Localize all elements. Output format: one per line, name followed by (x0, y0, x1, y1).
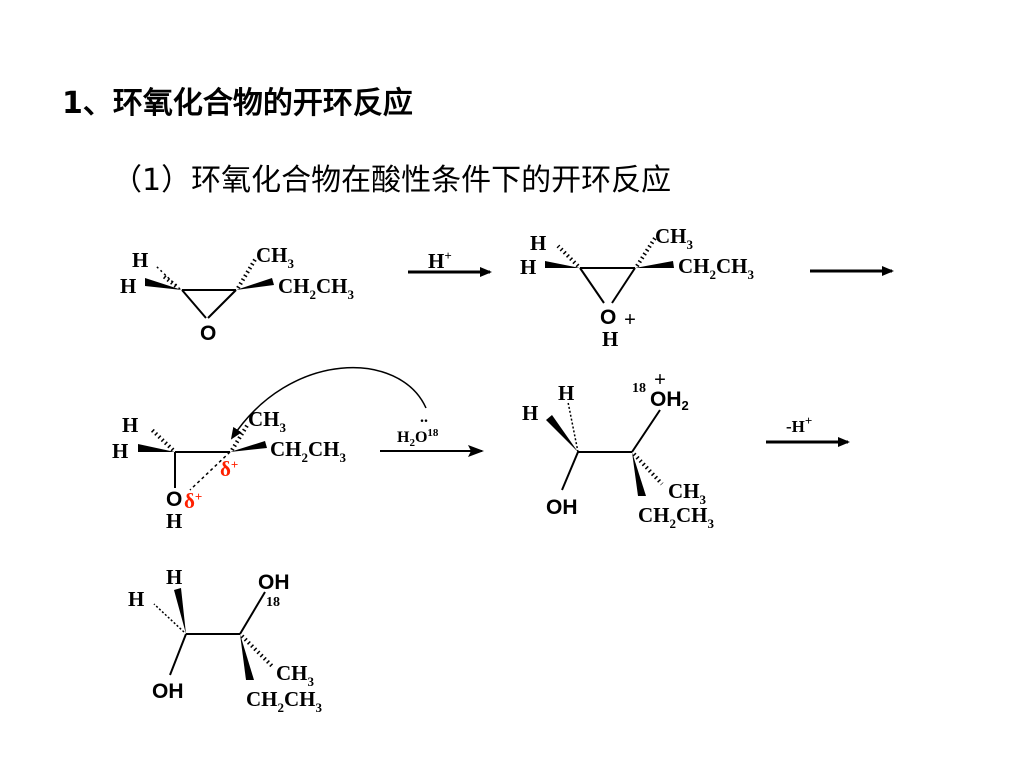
atom-h: H (166, 565, 182, 589)
wedge-bond-ethyl (236, 278, 274, 290)
reagent-h-plus: H+ (428, 248, 452, 273)
atom-h: H (128, 587, 144, 611)
group-ch3: CH3 (668, 479, 707, 507)
isotope-18: 18 (632, 381, 646, 396)
wedge-bond-ethyl (240, 634, 254, 680)
hashed-bond-h-upper (150, 428, 175, 452)
hashed-bond-h-upper (155, 265, 181, 290)
reagent-water: H2O18 (397, 427, 439, 449)
group-ch2ch3: CH2CH3 (678, 254, 755, 282)
atom-h-on-o: H (166, 509, 182, 533)
hashed-bond-ch3 (230, 422, 250, 452)
wedge-bond-h-lower (138, 444, 175, 452)
atom-h-on-o: H (602, 327, 618, 351)
atom-h: H (132, 248, 148, 272)
bond-c-o-right (207, 289, 237, 319)
atom-o: O (166, 488, 182, 511)
diol-product: H H OH OH 18 CH3 CH2CH3 (128, 565, 323, 715)
bond-c-o-right (611, 267, 636, 304)
hashed-bond-h-upper (556, 244, 580, 268)
epoxide-molecule: H H O CH3 CH2CH3 (120, 243, 355, 345)
wedge-bond-ethyl (230, 441, 267, 452)
wedge-bond-h-top (174, 588, 186, 634)
group-oh2-plus: OH2 (650, 388, 689, 413)
wedge-bond-ethyl (635, 261, 674, 268)
group-ch2ch3: CH2CH3 (246, 687, 323, 715)
transition-state: H H O H CH3 CH2CH3 δ+ δ+ (112, 367, 427, 533)
charge-plus: + (624, 307, 636, 331)
group-ch2ch3: CH2CH3 (270, 437, 347, 465)
bond-c-oh18 (239, 591, 266, 635)
arrow-protonation: H+ (408, 248, 492, 277)
hashed-bond-ch3 (635, 236, 657, 268)
hashed-bond-h-top (567, 401, 579, 453)
charge-plus: + (654, 367, 666, 391)
delta-plus-oxygen: δ+ (184, 489, 202, 513)
arrow-water-attack: H2O18 .. (380, 409, 484, 457)
atom-h: H (520, 255, 536, 279)
group-ch2ch3: CH2CH3 (278, 274, 355, 302)
bond-c-o-left (181, 289, 207, 319)
slide-title: 1、环氧化合物的开环反应 (62, 86, 413, 121)
wedge-bond-h-lower (545, 261, 580, 268)
wedge-bond-h-left (546, 415, 578, 452)
group-ch3: CH3 (276, 661, 315, 689)
protonated-epoxide: H H O + H CH3 CH2CH3 (520, 224, 755, 351)
group-ch2ch3: CH2CH3 (638, 503, 715, 531)
delta-plus-carbon: δ+ (220, 457, 238, 481)
bond-c-oh2 (631, 409, 661, 453)
atom-h: H (120, 274, 136, 298)
wedge-bond-ethyl (632, 452, 646, 496)
oxonium-intermediate: H H OH 18 OH2 + CH3 CH2CH3 (522, 367, 715, 531)
isotope-18: 18 (266, 595, 280, 610)
hashed-bond-h-left (153, 603, 185, 633)
atom-h: H (122, 413, 138, 437)
group-oh: OH (152, 680, 184, 703)
atom-o-plus: O (600, 306, 616, 329)
group-oh18: OH (258, 571, 290, 594)
atom-h: H (558, 381, 574, 405)
bond-c-o-left (579, 267, 605, 304)
atom-h: H (522, 401, 538, 425)
reagent-minus-h-plus: -H+ (786, 413, 812, 436)
atom-h: H (530, 231, 546, 255)
group-oh: OH (546, 496, 578, 519)
bond-c-oh (169, 633, 187, 676)
bond-c-oh (561, 451, 579, 491)
curved-attack-arrow (230, 367, 427, 440)
hashed-bond-ch3 (236, 256, 258, 290)
slide-subtitle: （1）环氧化合物在酸性条件下的开环反应 (112, 163, 672, 198)
atom-h: H (112, 439, 128, 463)
atom-o: O (200, 322, 216, 345)
group-ch3: CH3 (655, 224, 694, 252)
arrow-deprotonation: -H+ (766, 413, 850, 447)
lone-pair: .. (420, 409, 428, 426)
wedge-bond-h-lower (145, 278, 182, 290)
group-ch3: CH3 (256, 243, 295, 271)
